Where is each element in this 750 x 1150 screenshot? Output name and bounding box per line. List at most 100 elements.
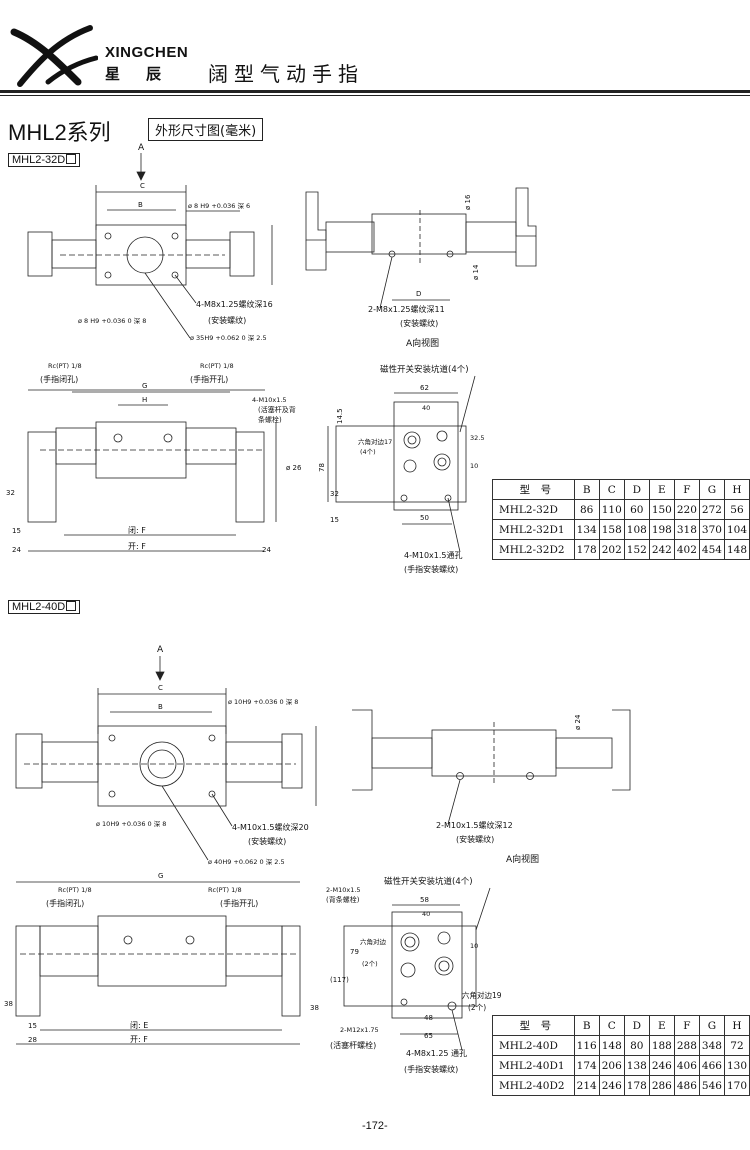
end-view-32: 磁性开关安装坑道(4个) 62 40 14.5 六角对边17 (4个) 32 1… — [318, 364, 484, 574]
dim-79: 79 — [350, 948, 359, 956]
dim-phi24: ø 24 — [574, 714, 582, 730]
end-view-40: 磁性开关安装坑道(4个) 58 40 六角对边 (2个) (117) 79 48… — [330, 876, 502, 1074]
model-cell: MHL2-32D2 — [492, 539, 575, 560]
xingchen-logo-icon — [10, 25, 98, 87]
value-cell: 206 — [598, 1055, 625, 1076]
value-cell: 110 — [598, 499, 625, 520]
value-cell: 286 — [648, 1075, 675, 1096]
rc-close: Rc(PT) 1/8 — [48, 362, 82, 370]
dim-58: 58 — [420, 896, 429, 904]
value-cell: 466 — [698, 1055, 725, 1076]
page-number: -172- — [362, 1120, 388, 1132]
magnetic-switch-note: 磁性开关安装坑道(4个) — [380, 364, 469, 375]
table-header-cell: E — [648, 479, 675, 500]
value-cell: 454 — [698, 539, 725, 560]
side-thread-note: 2-M8x1.25螺纹深11 — [368, 304, 445, 314]
side-install-note: (安装螺纹) — [400, 318, 438, 328]
table-header-cell: B — [573, 479, 600, 500]
value-cell: 72 — [723, 1035, 750, 1056]
value-cell: 158 — [598, 519, 625, 540]
dim-g: G — [142, 382, 147, 390]
phi-bottom-right: ø 35H9 +0.062 0 深 2.5 — [190, 333, 267, 342]
table-header-cell: D — [623, 1015, 650, 1036]
value-cell: 60 — [623, 499, 650, 520]
value-cell: 174 — [573, 1055, 600, 1076]
value-cell: 246 — [648, 1055, 675, 1076]
dim-48: 48 — [424, 1014, 433, 1022]
model-tag-32: MHL2-32D — [8, 153, 81, 167]
table-header-cell: 型 号 — [492, 479, 575, 500]
model-cell: MHL2-40D1 — [492, 1055, 575, 1076]
dim-32-5: 32.5 — [470, 434, 484, 442]
magnetic-switch-40: 磁性开关安装坑道(4个) — [384, 876, 473, 887]
value-cell: 116 — [573, 1035, 600, 1056]
dim-15: 15 — [12, 527, 21, 535]
phi-bottom-40: ø 40H9 +0.062 0 深 2.5 — [208, 857, 285, 866]
table-header-cell: F — [673, 479, 700, 500]
phi-top-note: ø 8 H9 +0.036 深 6 — [188, 201, 250, 210]
piston-bolt-note: (活塞杆及背 — [258, 405, 296, 414]
value-cell: 370 — [698, 519, 725, 540]
value-cell: 214 — [573, 1075, 600, 1096]
value-cell: 104 — [723, 519, 750, 540]
rc-open-40: Rc(PT) 1/8 — [208, 886, 242, 894]
dim-32b: 32 — [330, 490, 339, 498]
table-header-cell: H — [723, 479, 750, 500]
dim-phi26: ø 26 — [286, 464, 302, 472]
open-f-40: 开: F — [130, 1035, 148, 1044]
rc-close-40: Rc(PT) 1/8 — [58, 886, 92, 894]
value-cell: 402 — [673, 539, 700, 560]
close-e: 闭: E — [130, 1021, 148, 1030]
dim-24b: 24 — [262, 546, 271, 554]
value-cell: 202 — [598, 539, 625, 560]
value-cell: 130 — [723, 1055, 750, 1076]
brand-en: XINGCHEN — [105, 44, 189, 61]
table-header-cell: G — [698, 479, 725, 500]
value-cell: 220 — [673, 499, 700, 520]
value-cell: 178 — [573, 539, 600, 560]
dim-hex17: 六角对边17 — [358, 437, 392, 446]
dim-38b: 38 — [310, 1004, 319, 1012]
dim-117: (117) — [330, 976, 349, 984]
dim-32: 32 — [6, 489, 15, 497]
value-cell: 288 — [673, 1035, 700, 1056]
install-note-40: (安装螺纹) — [248, 836, 286, 846]
value-cell: 148 — [598, 1035, 625, 1056]
value-cell: 272 — [698, 499, 725, 520]
side-view-32: ø 16 ø 14 D 2-M8x1.25螺纹深11 (安装螺纹) A向视图 — [305, 187, 537, 349]
dim-g-40: G — [158, 872, 163, 880]
dim-62: 62 — [420, 384, 429, 392]
table-header-cell: E — [648, 1015, 675, 1036]
dim-28: 28 — [28, 1036, 37, 1044]
arrow-label: A — [138, 143, 145, 153]
side-view-label: A向视图 — [406, 337, 439, 349]
value-cell: 138 — [623, 1055, 650, 1076]
series-title: MHL2系列 — [8, 120, 111, 145]
dim-b: B — [138, 201, 143, 209]
value-cell: 406 — [673, 1055, 700, 1076]
phi-top-40: ø 10H9 +0.036 0 深 8 — [228, 697, 298, 706]
dim-c: C — [140, 182, 145, 190]
dim-15b: 15 — [330, 516, 339, 524]
close-f: 闭: F — [128, 526, 146, 535]
series-subtitle: 外形尺寸图(毫米) — [148, 118, 264, 141]
thread-note-40: 4-M10x1.5螺纹深20 — [232, 822, 309, 832]
dim-hex-40-count: (2个) — [362, 960, 378, 968]
back-bolt-note: (背条螺栓) — [326, 895, 360, 904]
dim-h: H — [142, 396, 147, 404]
rc-open: Rc(PT) 1/8 — [200, 362, 234, 370]
side-view-40-label: A向视图 — [506, 853, 539, 865]
table-header-cell: C — [598, 479, 625, 500]
value-cell: 486 — [673, 1075, 700, 1096]
through-hole-40: 4-M8x1.25 通孔 — [406, 1048, 467, 1058]
value-cell: 80 — [623, 1035, 650, 1056]
top-view-40: A C B ø 10H9 +0.036 0 深 8 ø 10H9 +0.036 … — [15, 645, 317, 866]
side-install-40: (安装螺纹) — [456, 834, 494, 844]
m10-note: 4-M10x1.5 — [252, 396, 287, 404]
model-tag-40: MHL2-40D — [8, 600, 81, 614]
arrow-label-40: A — [157, 645, 164, 655]
side-thread-40: 2-M10x1.5螺纹深12 — [436, 820, 513, 830]
